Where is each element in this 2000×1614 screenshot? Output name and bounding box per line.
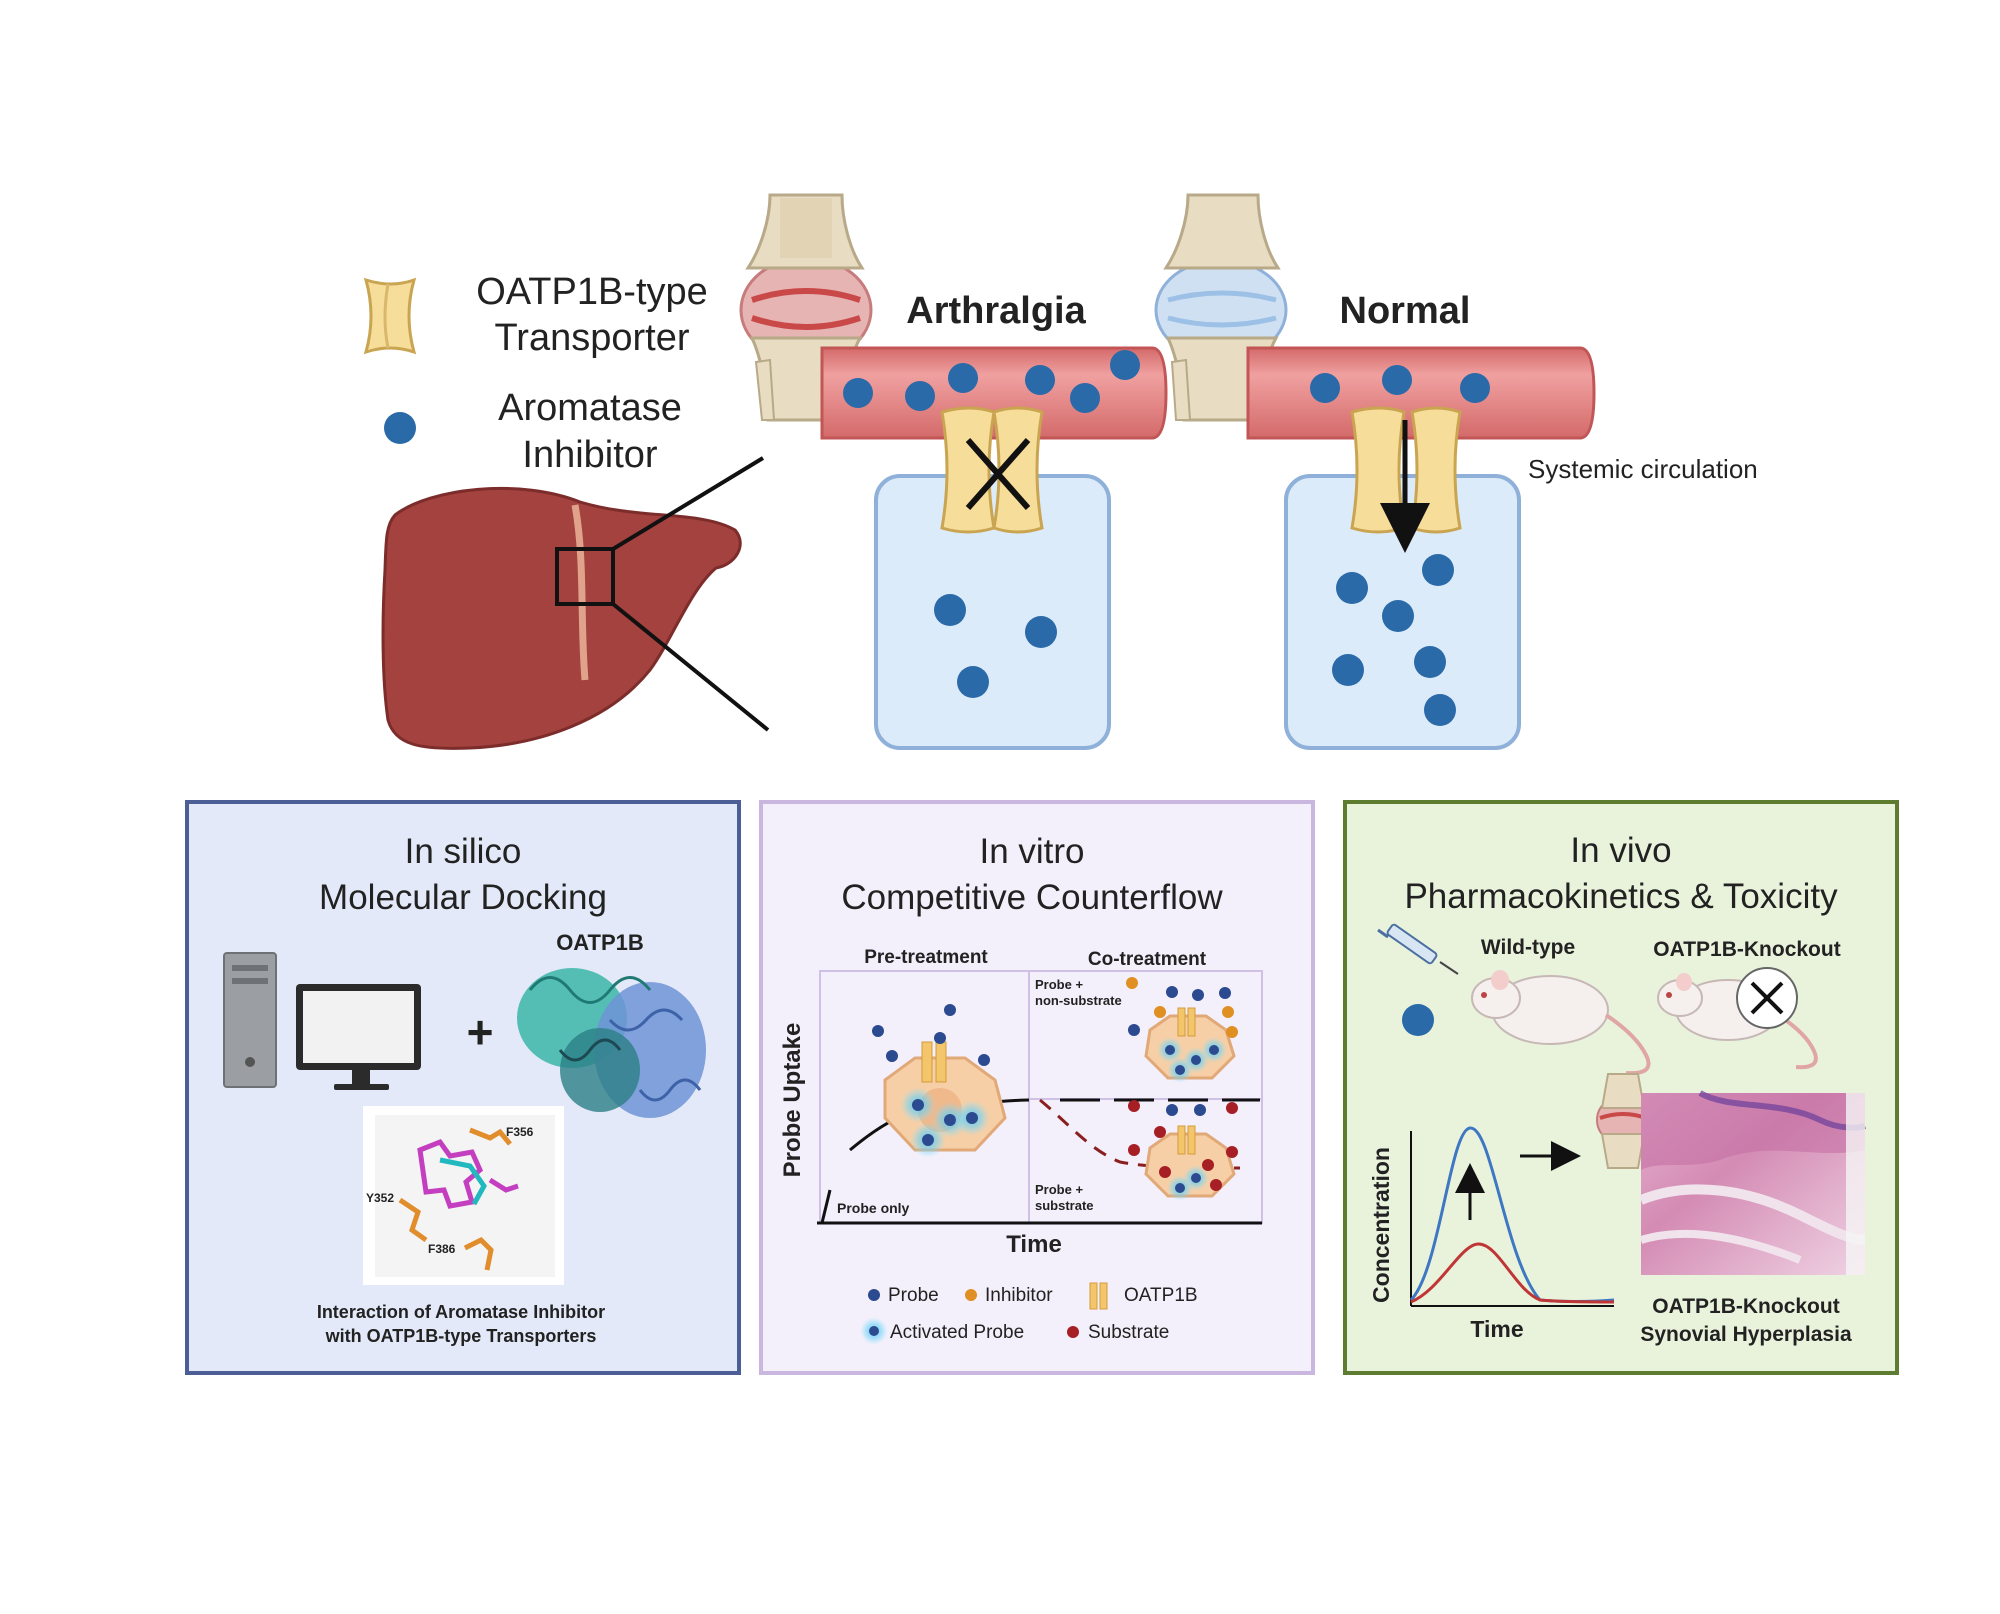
vitro-y-axis-label: Probe Uptake [779, 1023, 806, 1178]
normal-label: Normal [1340, 290, 1471, 332]
vitro-title-1: In vitro [979, 832, 1084, 871]
cell-inhibitor-dots-normal [1332, 554, 1456, 726]
protein-structure-icon [517, 968, 706, 1118]
vivo-caption-2: Synovial Hyperplasia [1640, 1323, 1852, 1346]
substrate-legend-icon [1067, 1326, 1079, 1338]
substrate-label-2: substrate [1035, 1198, 1094, 1213]
legend-inhibitor: Inhibitor [985, 1285, 1053, 1306]
arthralgia-scene: Arthralgia [739, 193, 1168, 750]
arthralgia-label: Arthralgia [906, 290, 1086, 332]
protein-label: OATP1B [556, 930, 644, 955]
legend-oatp1b: OATP1B [1124, 1285, 1198, 1306]
silico-title-1: In silico [405, 832, 522, 871]
co-treatment-label: Co-treatment [1088, 949, 1207, 970]
transporter-blocked [940, 406, 1044, 534]
docking-image: F356 Y352 F386 [363, 1106, 564, 1285]
inhibitor-legend-icon [965, 1289, 977, 1301]
legend-activated-probe: Activated Probe [890, 1322, 1024, 1343]
blood-vessel-normal [1246, 346, 1596, 440]
legend: OATP1B-type Transporter Aromatase Inhibi… [363, 271, 708, 476]
legend-inhibitor-label-1: Aromatase [498, 387, 682, 429]
vessel-inhibitor-dots-normal [1310, 365, 1490, 403]
residue-f386: F386 [428, 1242, 456, 1256]
normal-scene: Normal Systemic circulation [1154, 193, 1758, 750]
pre-treatment-label: Pre-treatment [864, 947, 988, 968]
wildtype-mouse-icon [1471, 970, 1651, 1076]
silico-caption-1: Interaction of Aromatase Inhibitor [317, 1302, 605, 1322]
pk-x-axis-label: Time [1470, 1316, 1523, 1342]
vivo-title-2: Pharmacokinetics & Toxicity [1404, 877, 1838, 916]
legend-probe: Probe [888, 1285, 939, 1306]
panel-in-vivo: In vivo Pharmacokinetics & Toxicity Wild… [1343, 800, 1899, 1375]
probe-only-label: Probe only [837, 1200, 910, 1216]
vitro-x-axis-label: Time [1006, 1231, 1062, 1258]
silico-title-2: Molecular Docking [319, 878, 607, 917]
transporter-icon [363, 277, 417, 355]
legend-transporter-label-2: Transporter [495, 317, 690, 359]
nonsubstrate-label-2: non-substrate [1035, 993, 1122, 1008]
legend-substrate: Substrate [1088, 1322, 1169, 1343]
knockout-label: OATP1B-Knockout [1653, 938, 1840, 961]
knockout-mouse-icon [1657, 967, 1818, 1070]
vivo-title-1: In vivo [1570, 831, 1671, 870]
oatp-legend-icon [1089, 1282, 1108, 1310]
nonsubstrate-label-1: Probe + [1035, 977, 1083, 992]
zoom-box [555, 547, 615, 606]
residue-f356: F356 [506, 1125, 534, 1139]
blood-vessel [820, 346, 1168, 440]
pk-curve-plot: Concentration Time [1368, 1126, 1615, 1342]
legend-inhibitor-label-2: Inhibitor [522, 434, 658, 476]
vitro-cell-substrate [1128, 1100, 1238, 1201]
uptake-curve-substrate [1039, 1098, 1241, 1170]
inflamed-knee-small-icon [1596, 1073, 1650, 1169]
vitro-cell-pretreatment [872, 1004, 1007, 1158]
substrate-label-1: Probe + [1035, 1182, 1083, 1197]
computer-icon [223, 952, 421, 1090]
normal-knee-icon [1154, 193, 1288, 422]
syringe-icon [1377, 923, 1459, 975]
systemic-circulation-label: Systemic circulation [1528, 454, 1758, 484]
silico-caption-2: with OATP1B-type Transporters [325, 1326, 597, 1346]
pk-y-axis-label: Concentration [1368, 1147, 1394, 1303]
pk-curve-wildtype [1410, 1242, 1615, 1304]
aromatase-inhibitor-icon [384, 412, 416, 444]
cell-inhibitor-dots [934, 594, 1057, 698]
transporter-open [1350, 406, 1462, 553]
vivo-caption-1: OATP1B-Knockout [1652, 1295, 1839, 1318]
vitro-legend: Probe Inhibitor OATP1B Activated Probe S… [860, 1282, 1198, 1345]
plus-sign: + [467, 1006, 494, 1058]
liver-illustration [381, 456, 770, 750]
panel-in-silico: In silico Molecular Docking + OATP1B [185, 800, 741, 1375]
probe-legend-icon [868, 1289, 880, 1301]
panel-in-vitro: In vitro Competitive Counterflow Pre-tre… [759, 800, 1315, 1375]
histology-image [1639, 1090, 1867, 1275]
wildtype-label: Wild-type [1481, 936, 1575, 959]
dose-inhibitor-dot [1402, 1004, 1434, 1036]
residue-y352: Y352 [366, 1191, 394, 1205]
vitro-title-2: Competitive Counterflow [841, 878, 1223, 917]
legend-transporter-label-1: OATP1B-type [476, 271, 708, 313]
vessel-inhibitor-dots [843, 350, 1140, 413]
vitro-cell-nonsubstrate [1126, 977, 1238, 1083]
